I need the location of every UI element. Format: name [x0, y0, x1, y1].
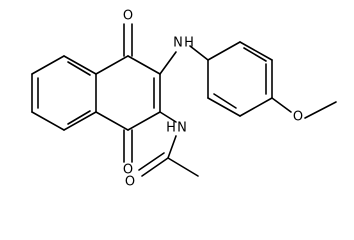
atom-label-n-bottom: N [177, 121, 187, 136]
atom-label-n-top: N [173, 36, 183, 51]
carbonyl-top [123, 23, 133, 57]
methoxyphenyl-ring [207, 41, 273, 117]
methoxy-group [271, 97, 337, 119]
carbonyl-bottom [123, 129, 133, 163]
chemical-structure-diagram: O O N H N H O O [31, 9, 337, 190]
quinone-ring [95, 55, 161, 131]
acetamide-group [138, 111, 199, 177]
atom-label-h-bottom: H [166, 121, 176, 136]
atom-o-bottom: O [123, 163, 133, 178]
atom-o-top: O [123, 9, 133, 24]
atom-nh-top: N H [173, 36, 194, 51]
atom-label-o-top: O [123, 9, 133, 24]
atom-o-methoxy: O [293, 110, 303, 125]
atom-label-o-acetyl: O [125, 175, 135, 190]
atom-label-o-methoxy: O [293, 110, 303, 125]
benzo-ring [31, 55, 97, 131]
amine-linker-top [159, 45, 209, 75]
atom-label-h-top: H [184, 36, 194, 51]
atom-nh-bottom: N H [166, 121, 187, 136]
atom-o-acetyl: O [125, 175, 135, 190]
atom-label-o-bottom: O [123, 163, 133, 178]
